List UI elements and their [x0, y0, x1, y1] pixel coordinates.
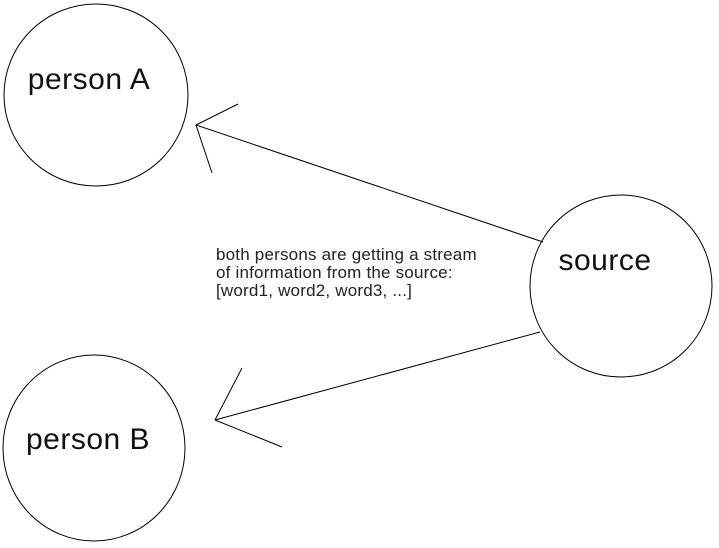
source-circle — [529, 194, 713, 378]
arrow-a-shaft — [195, 124, 544, 243]
arrow-b-head-upper — [214, 367, 243, 421]
person-b-label: person B — [25, 423, 151, 456]
person-a-circle — [3, 3, 189, 187]
annotation-line-2: of information from the source: — [216, 263, 453, 282]
annotation-line-3: [word1, word2, word3, ...] — [216, 281, 413, 300]
arrow-a-head-lower — [195, 124, 213, 174]
person-b-circle — [2, 354, 186, 542]
arrow-b-shaft — [214, 331, 541, 421]
arrow-source-to-person-b — [214, 331, 541, 448]
person-a-label: person A — [27, 63, 151, 96]
annotation-line-1: both persons are getting a stream — [216, 245, 477, 264]
arrow-b-head-lower — [214, 419, 283, 448]
arrow-a-head-upper — [195, 103, 239, 126]
annotation-text: both persons are getting a stream of inf… — [216, 246, 477, 300]
arrow-source-to-person-a — [195, 103, 544, 243]
source-label: source — [558, 244, 652, 277]
